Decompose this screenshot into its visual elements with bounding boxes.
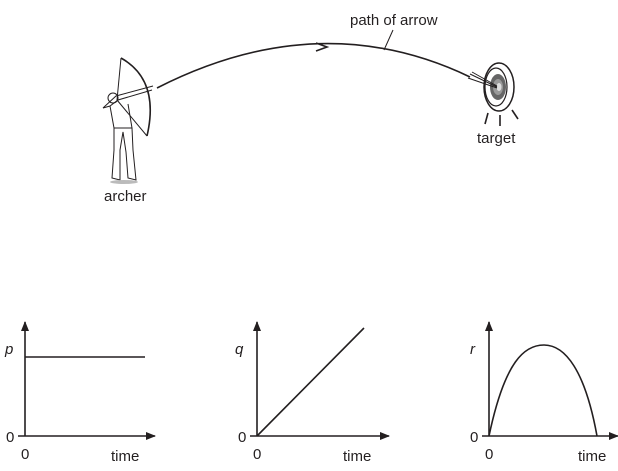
origin-x-label: 0	[485, 446, 493, 463]
q-linear-line	[256, 327, 365, 437]
target-board	[467, 62, 519, 126]
arrow-path	[156, 42, 471, 89]
origin-x-label: 0	[253, 446, 261, 463]
r-parabola-curve	[488, 344, 598, 437]
x-axis-label: time	[111, 448, 139, 465]
y-axis-label: r	[470, 341, 476, 358]
path-direction-arrowhead	[315, 42, 330, 52]
graph-p: p 0 0 time	[4, 321, 156, 465]
origin-y-label: 0	[238, 429, 246, 446]
y-axis-label: q	[235, 341, 244, 358]
archer-figure	[102, 57, 154, 184]
origin-y-label: 0	[6, 429, 14, 446]
x-axis-label: time	[343, 448, 371, 465]
archer-label: archer	[104, 188, 147, 205]
path-of-arrow-label: path of arrow	[350, 12, 438, 29]
origin-x-label: 0	[21, 446, 29, 463]
y-axis-label: p	[4, 341, 13, 358]
path-label-leader	[383, 29, 394, 51]
origin-y-label: 0	[470, 429, 478, 446]
target-label: target	[477, 130, 516, 147]
graph-r: r 0 0 time	[470, 321, 618, 465]
graph-q: q 0 0 time	[235, 321, 390, 465]
x-axis-label: time	[578, 448, 606, 465]
